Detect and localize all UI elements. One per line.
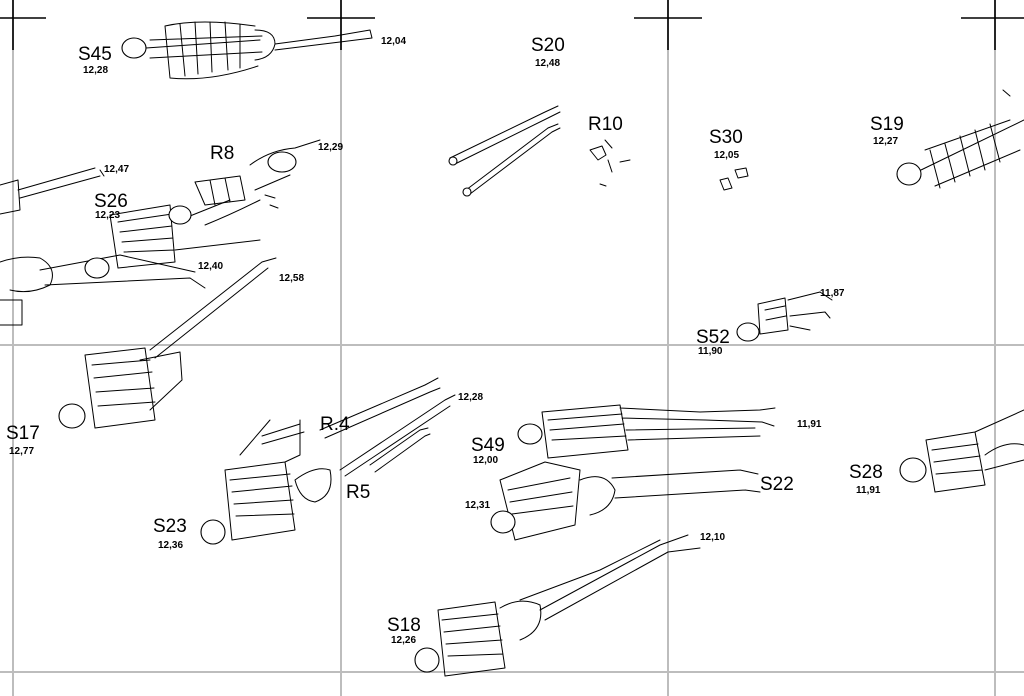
burial-label: S23 — [153, 516, 187, 537]
elevation-label: 12,28 — [83, 65, 108, 76]
spot-elevation: 12,10 — [700, 532, 725, 543]
skeleton-s28 — [899, 409, 1024, 493]
spot-elevation: 11,87 — [820, 288, 845, 299]
elevation-label: 12,48 — [535, 58, 560, 69]
skeleton-r8 — [194, 139, 321, 226]
skeleton-s19 — [896, 89, 1024, 189]
burial-label: S22 — [760, 474, 794, 495]
burial-label: S18 — [387, 615, 421, 636]
skeleton-s30 — [719, 167, 749, 191]
skeleton-r10 — [589, 139, 631, 187]
burial-label: R10 — [588, 114, 623, 135]
burial-label: S19 — [870, 114, 904, 135]
skeleton-s52 — [736, 291, 833, 342]
burial-label: S26 — [94, 191, 128, 212]
skeleton-s26 — [0, 167, 261, 269]
elevation-label: 12,05 — [714, 150, 739, 161]
burial-label: S45 — [78, 44, 112, 65]
elevation-label: 12,77 — [9, 446, 34, 457]
elevation-label: 12,26 — [391, 635, 416, 646]
skeleton-s45 — [121, 21, 373, 80]
burial-label: R5 — [346, 482, 370, 503]
elevation-label: 12,00 — [473, 455, 498, 466]
spot-elevation: 12,47 — [104, 164, 129, 175]
burial-label: R.4 — [320, 414, 350, 435]
skeleton-s20 — [448, 105, 561, 197]
skeleton-r5 — [369, 427, 431, 473]
spot-elevations: 12,04 12,29 12,47 12,40 12,58 11,87 12,2… — [104, 36, 845, 543]
elevation-label: 11,90 — [698, 346, 723, 357]
burial-label: S49 — [471, 435, 505, 456]
burial-label: R8 — [210, 143, 234, 164]
spot-elevation: 12,40 — [198, 261, 223, 272]
spot-elevation: 12,04 — [381, 36, 406, 47]
skeleton-r4 — [261, 377, 456, 477]
burial-labels: S45 12,28 S20 12,48 R10 S30 12,05 S19 12… — [6, 35, 904, 646]
burial-label: S17 — [6, 423, 40, 444]
skeleton-s22 — [490, 461, 761, 541]
elevation-label: 12,36 — [158, 540, 183, 551]
elevation-label: 11,91 — [856, 485, 881, 496]
burial-label: S20 — [531, 35, 565, 56]
burial-label: S30 — [709, 127, 743, 148]
skeleton-s23 — [200, 419, 332, 545]
elevation-label: 12,23 — [95, 210, 120, 221]
spot-elevation: 11,91 — [797, 419, 822, 430]
skeleton-s17 — [0, 254, 277, 429]
spot-elevation: 12,28 — [458, 392, 483, 403]
burial-label: S28 — [849, 462, 883, 483]
skeleton-s49 — [517, 404, 776, 459]
elevation-label: 12,27 — [873, 136, 898, 147]
spot-elevation: 12,29 — [318, 142, 343, 153]
grid-datum-crosses — [0, 0, 1024, 50]
spot-elevation: 12,31 — [465, 500, 490, 511]
burial-label: S52 — [696, 327, 730, 348]
spot-elevation: 12,58 — [279, 273, 304, 284]
skeleton-s18 — [414, 534, 701, 677]
